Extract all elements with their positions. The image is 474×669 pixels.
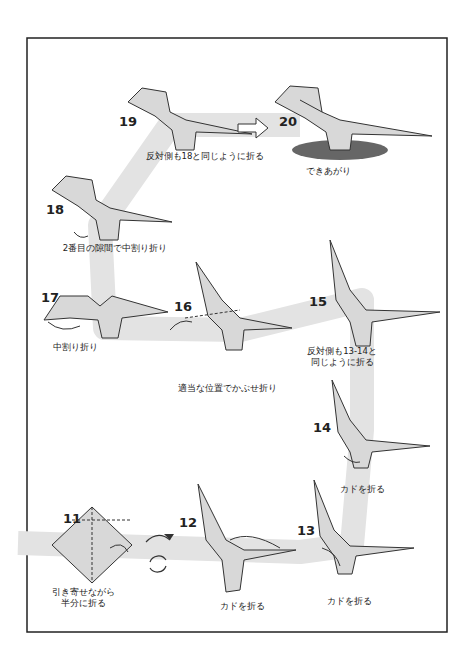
step-number: 14 <box>307 420 337 436</box>
flow-band <box>18 125 362 552</box>
instruction-text: 反対側も13-14と 同じように折る <box>304 346 380 367</box>
instruction-text: カドを折る <box>202 601 282 612</box>
fold-arrow <box>322 548 340 566</box>
instruction-text: 適当な位置でかぶせ折り <box>157 383 297 394</box>
fold-line <box>185 310 240 318</box>
instruction-text: カドを折る <box>309 596 389 607</box>
fold-arrow <box>170 321 192 330</box>
step-number: 18 <box>40 202 70 218</box>
step-arrow <box>146 535 170 542</box>
trex-step15 <box>330 240 440 346</box>
step-arrow <box>238 118 268 138</box>
fold-line <box>92 507 93 583</box>
instruction-text: カドを折る <box>322 484 402 495</box>
trex-step14 <box>332 380 430 468</box>
arrow-head <box>164 534 174 540</box>
paper-step11 <box>52 507 132 583</box>
instruction-text: できあがり <box>288 166 368 177</box>
step-number: 19 <box>113 114 143 130</box>
step-number: 16 <box>168 299 198 315</box>
turn-over-symbol <box>150 556 166 572</box>
instruction-text: 反対側も18と同じように折る <box>125 151 285 162</box>
instruction-text: 中割り折り <box>35 342 115 353</box>
trex-step19 <box>128 88 252 150</box>
fold-arrow <box>48 322 80 329</box>
step-number: 11 <box>57 511 87 527</box>
fold-arrow <box>344 456 360 462</box>
fold-arrow <box>110 545 128 552</box>
step-number: 13 <box>291 523 321 539</box>
trex-finished <box>275 86 432 150</box>
trex-step18 <box>52 176 172 240</box>
fold-arrow <box>74 232 88 237</box>
step-number: 20 <box>273 114 303 130</box>
trex-step16 <box>196 262 292 350</box>
trex-step17 <box>44 296 168 338</box>
trex-step13 <box>314 480 414 574</box>
trex-step12 <box>198 484 296 592</box>
step-number: 12 <box>173 515 203 531</box>
fold-arrow <box>230 536 280 548</box>
step-number: 15 <box>303 294 333 310</box>
instruction-text: 引き寄せながら 半分に折る <box>49 587 117 608</box>
instruction-text: 2番目の隙間で中割り折り <box>45 243 185 254</box>
step-number: 17 <box>35 290 65 306</box>
fold-line <box>300 100 322 112</box>
